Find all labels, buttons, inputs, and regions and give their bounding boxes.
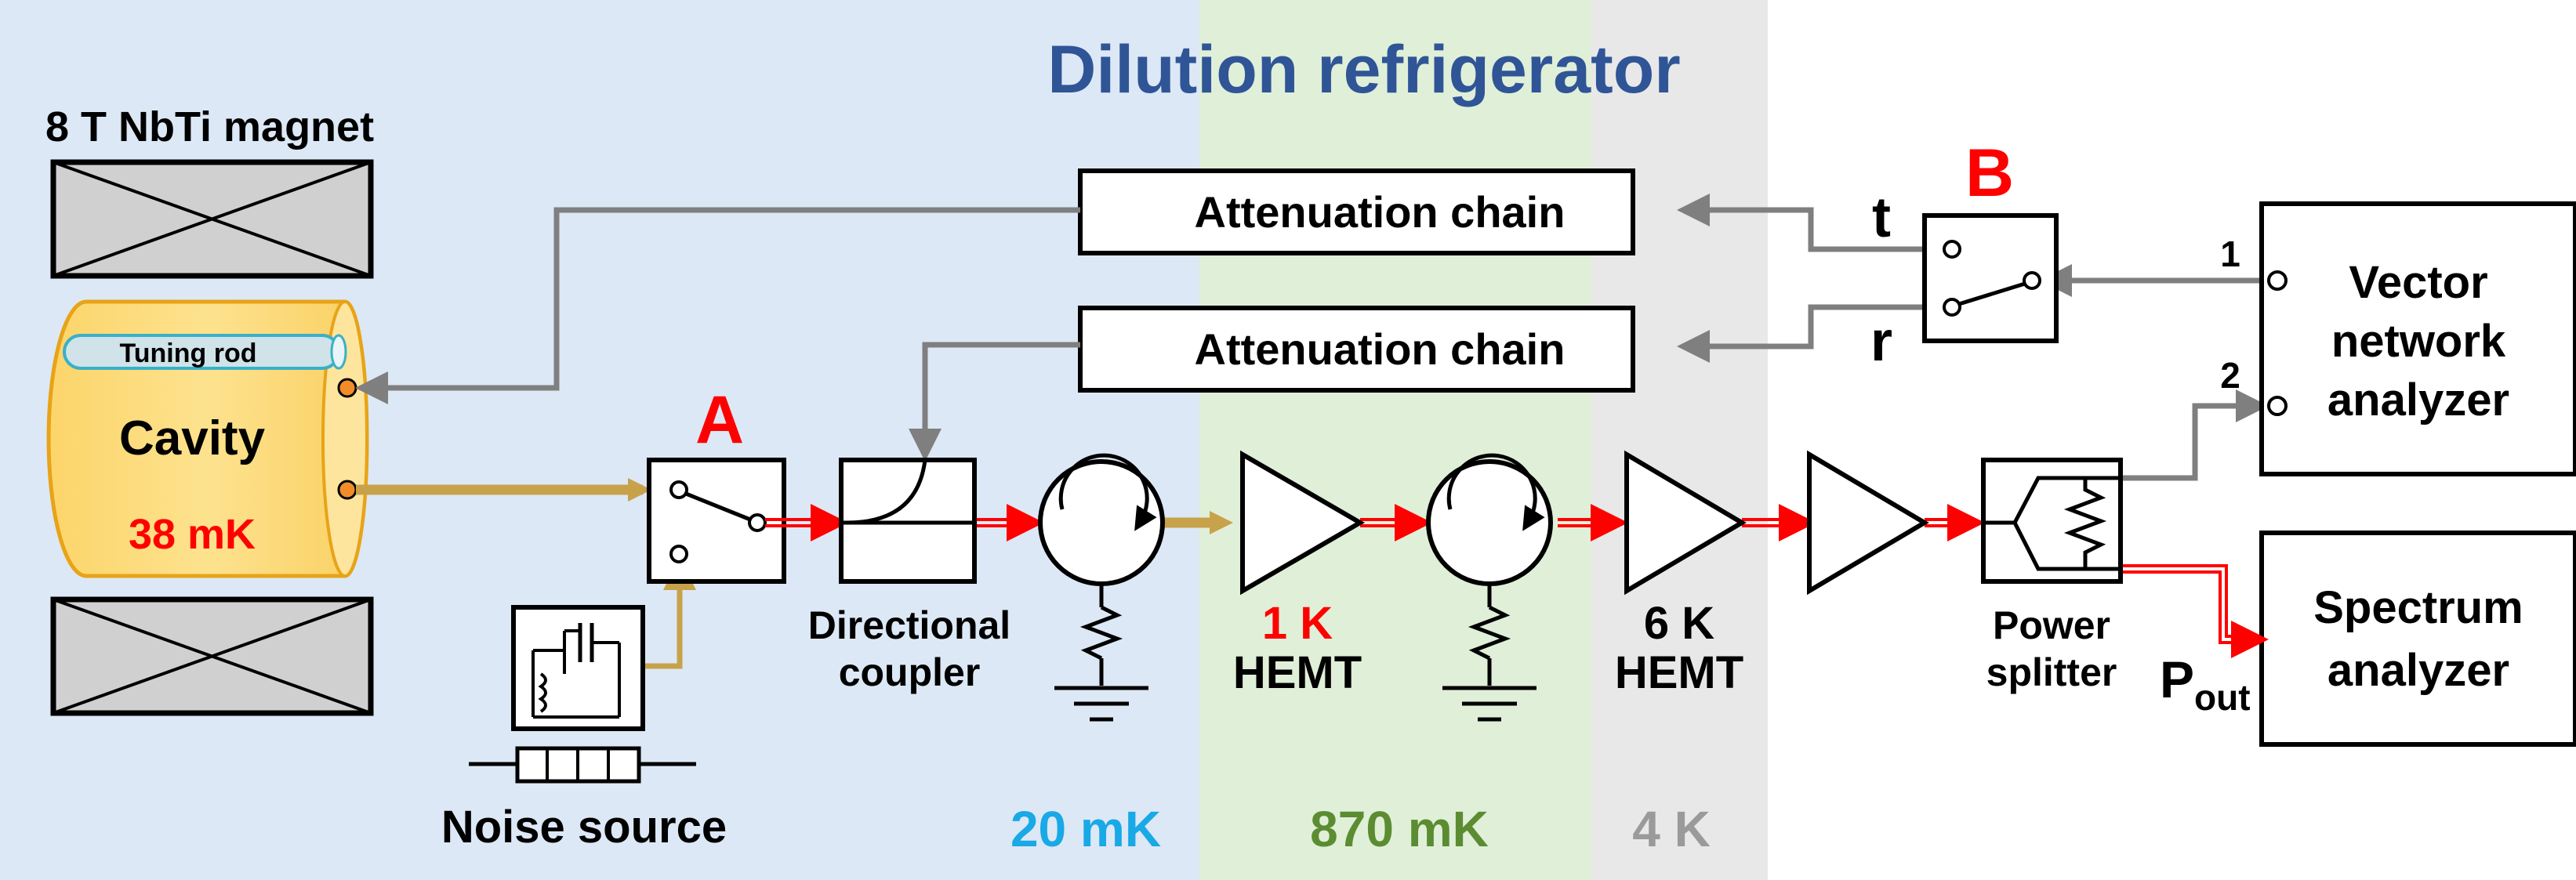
switch-b-label: B — [1965, 136, 2014, 211]
attenuation-chain-top-label: Attenuation chain — [1195, 187, 1566, 237]
switch-a-label: A — [695, 382, 744, 458]
p-out-sub: out — [2194, 677, 2251, 718]
hemt-6k-amplifier: 6 K HEMT — [1615, 450, 1747, 698]
zone-870mk — [1199, 0, 1591, 880]
stage-label-870mk: 870 mK — [1310, 801, 1489, 857]
room-temp-amplifier — [1807, 450, 1929, 596]
power-splitter: Power splitter — [1981, 458, 2123, 694]
circulator-1 — [1038, 453, 1165, 722]
vna-line2: network — [2331, 316, 2506, 367]
cavity-temperature: 38 mK — [129, 511, 256, 558]
svg-text:Pout: Pout — [2160, 650, 2251, 718]
cavity: Tuning rod Cavity 38 mK — [46, 299, 369, 578]
stage-label-4k: 4 K — [1632, 801, 1711, 857]
noise-source-label: Noise source — [441, 802, 727, 853]
noise-source: Noise source — [441, 605, 727, 853]
switch-b-port-t: t — [1872, 187, 1891, 249]
vna-line3: analyzer — [2327, 375, 2509, 426]
hemt-1k-name: HEMT — [1233, 647, 1362, 698]
cavity-label: Cavity — [119, 411, 266, 465]
p-out-label: Pout — [2160, 650, 2251, 718]
diagram-title: Dilution refrigerator — [1047, 32, 1681, 107]
vna-port-2: 2 — [2220, 355, 2240, 396]
magnet-coil-bottom — [50, 596, 374, 716]
hemt-1k-amplifier: 1 K HEMT — [1233, 450, 1365, 698]
circulator-2 — [1426, 453, 1553, 722]
zone-4k — [1591, 0, 1768, 880]
attenuation-chain-top: Attenuation chain — [1078, 168, 1635, 255]
stage-label-20mk: 20 mK — [1010, 801, 1161, 857]
attenuation-chain-bottom: Attenuation chain — [1078, 306, 1635, 393]
directional-coupler: Directional coupler — [808, 458, 1010, 694]
switch-a: A — [647, 382, 786, 584]
splitter-line1: Power — [1993, 603, 2110, 647]
switch-b-port-r: r — [1870, 310, 1892, 373]
hemt-6k-temp: 6 K — [1644, 598, 1714, 649]
p-out-main: P — [2160, 650, 2194, 708]
vna-port-1: 1 — [2220, 234, 2240, 274]
coupler-line2: coupler — [839, 650, 981, 694]
hemt-1k-temp: 1 K — [1262, 598, 1333, 649]
vector-network-analyzer: Vector network analyzer 1 2 — [2220, 201, 2576, 476]
attenuation-chain-bottom-label: Attenuation chain — [1195, 324, 1566, 374]
vna-line1: Vector — [2349, 257, 2487, 308]
cavity-lines — [356, 478, 1233, 669]
switch-b: B t r — [1870, 136, 2059, 373]
splitter-line2: splitter — [1986, 650, 2117, 694]
magnet-label: 8 T NbTi magnet — [45, 103, 374, 150]
magnet-coil-top — [50, 159, 374, 279]
hemt-6k-name: HEMT — [1615, 647, 1743, 698]
spectrum-analyzer: Spectrum analyzer — [2259, 531, 2576, 747]
coupler-line1: Directional — [808, 603, 1010, 647]
signal-lines — [765, 504, 2269, 658]
spectrum-line2: analyzer — [2327, 645, 2509, 696]
tuning-rod-label: Tuning rod — [120, 339, 257, 368]
cavity-port-bottom — [337, 480, 357, 500]
drive-lines — [355, 194, 2273, 481]
cavity-port-top — [337, 378, 357, 398]
spectrum-line1: Spectrum — [2313, 582, 2523, 633]
